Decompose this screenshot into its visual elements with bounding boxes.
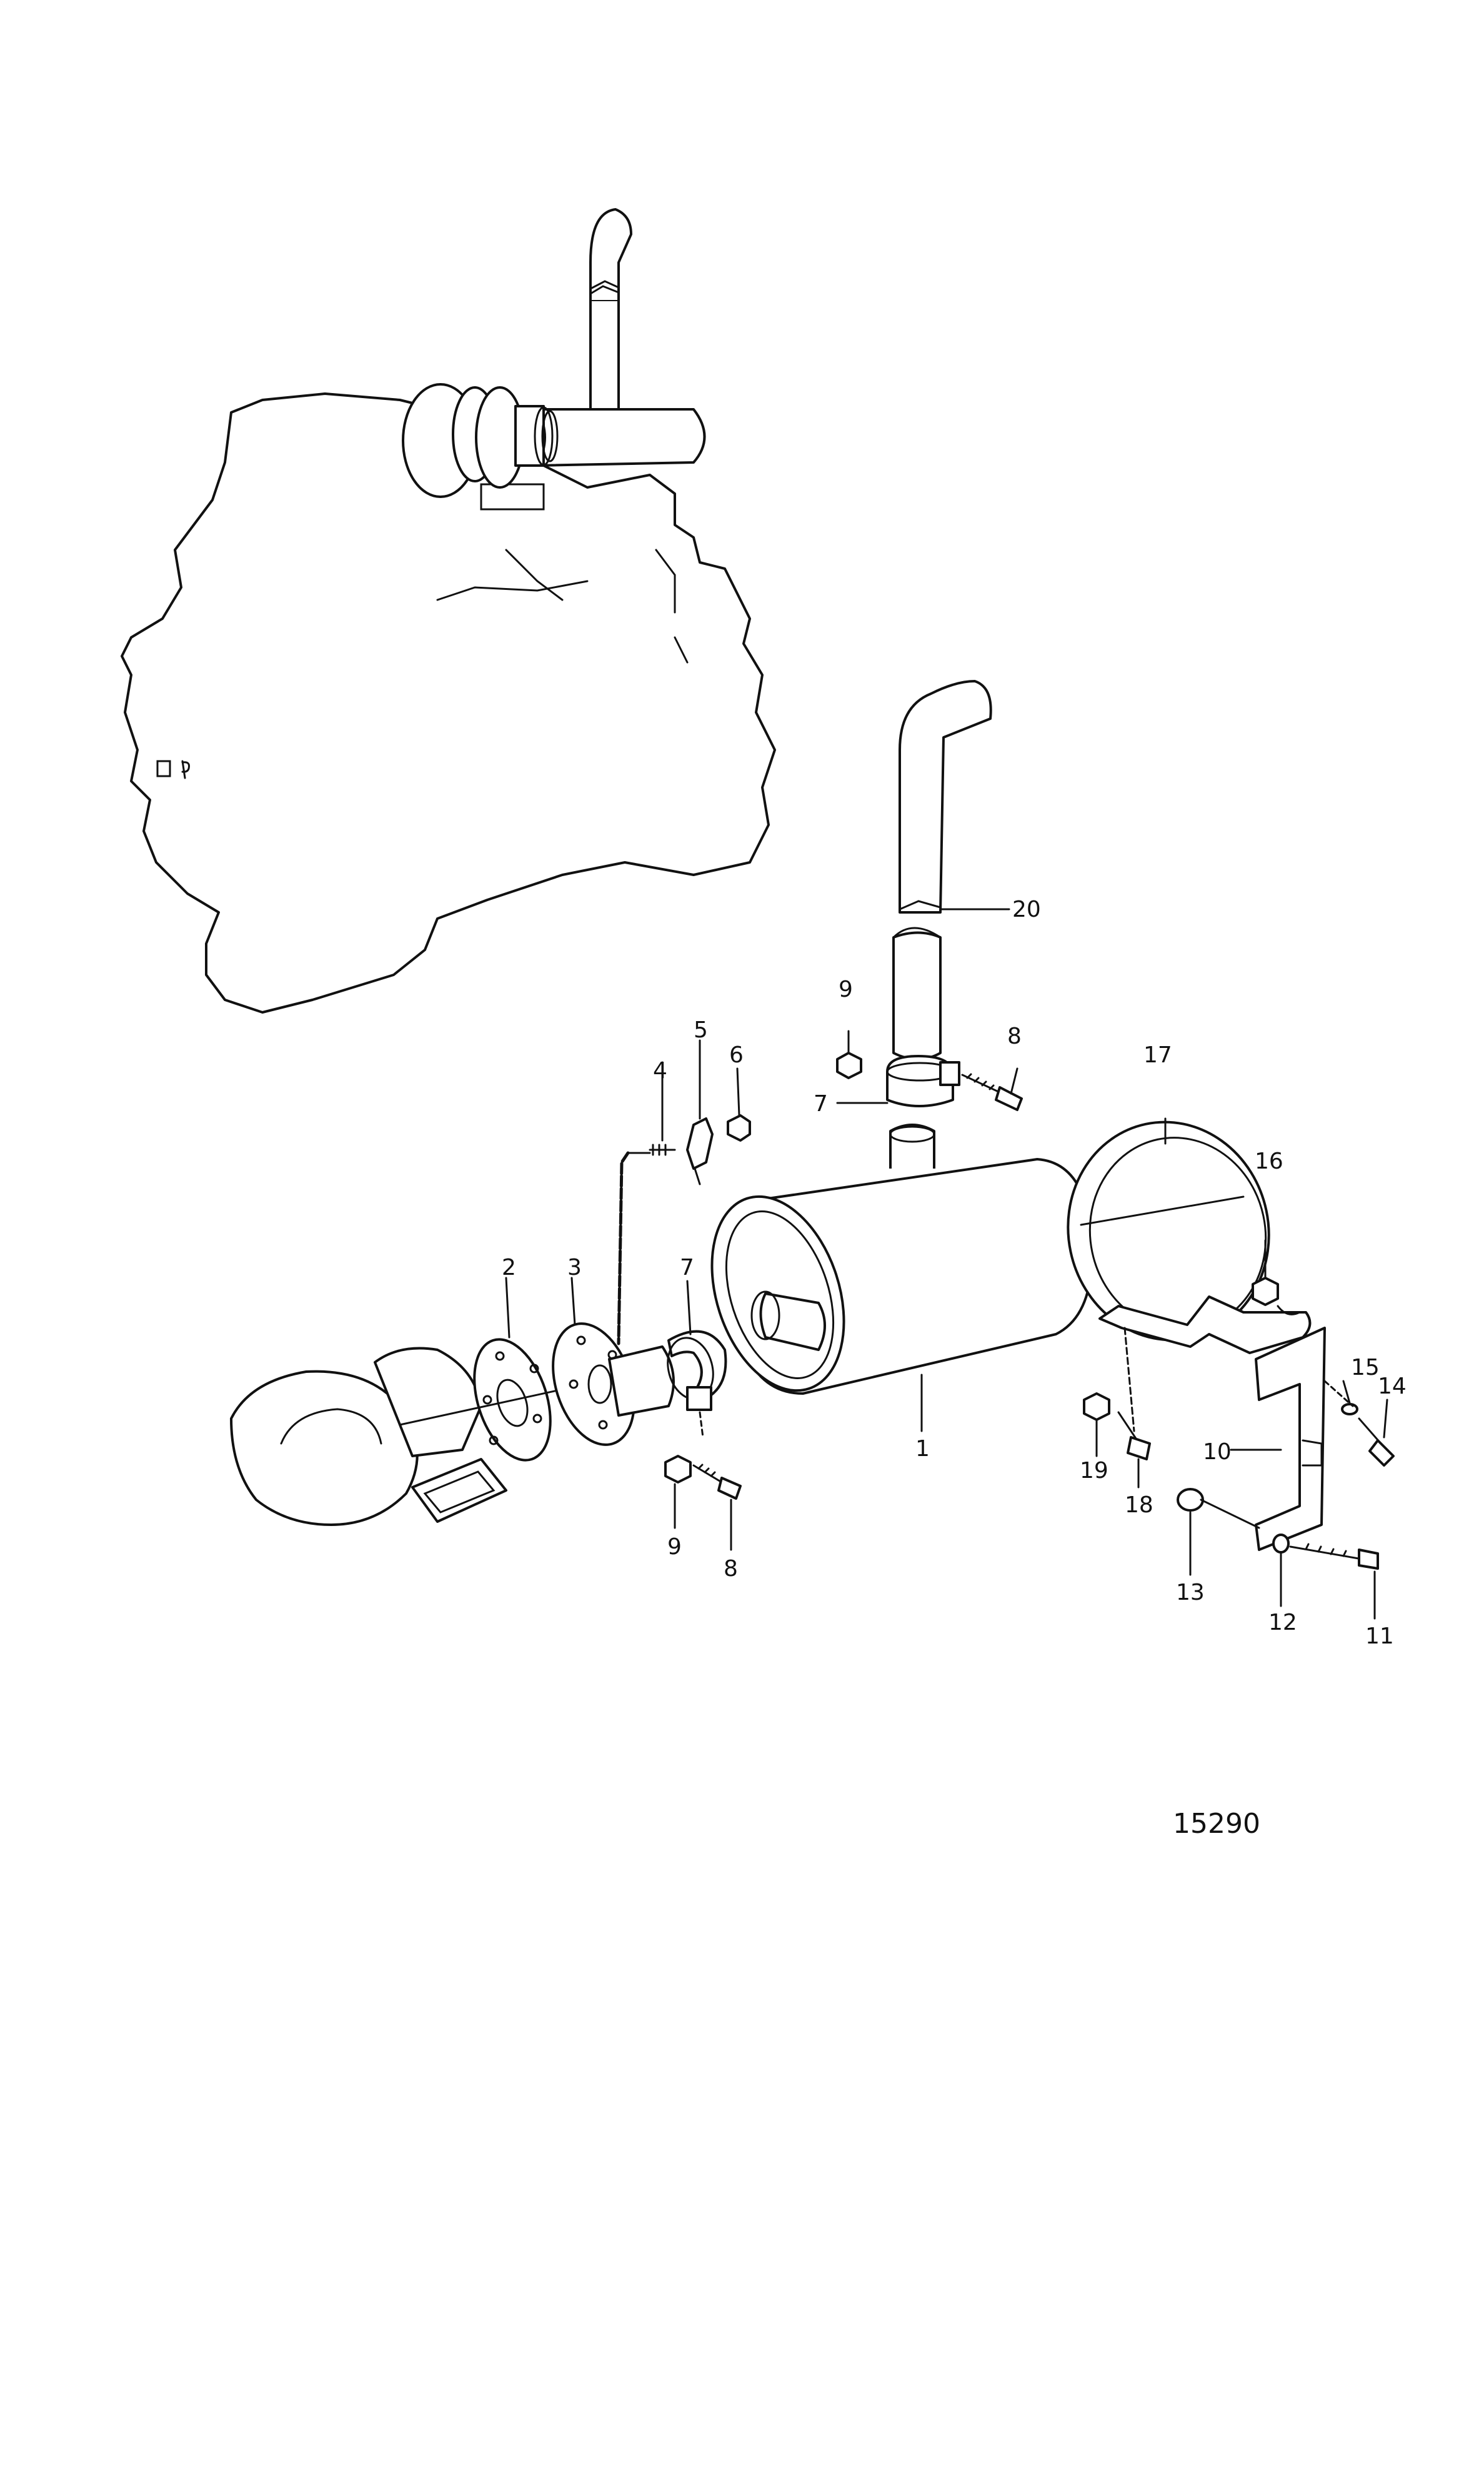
figure-number: 15290: [1173, 1808, 1260, 1840]
callout-12: 12: [1268, 1610, 1297, 1635]
part-6-nut: [727, 1067, 751, 1142]
callout-3: 3: [567, 1255, 582, 1280]
callout-9-top: 9: [839, 977, 853, 1002]
part-7-clamp-lower: [667, 1280, 727, 1411]
part-3-flange: [552, 1277, 675, 1446]
callout-11: 11: [1365, 1624, 1394, 1649]
part-19-nut: [1083, 1392, 1110, 1457]
part-4-stud: [627, 1061, 676, 1156]
part-16-nut: [1252, 1239, 1301, 1315]
callout-7-lower: 7: [680, 1255, 694, 1280]
part-9-nut-lower: [664, 1455, 692, 1529]
callout-1: 1: [915, 1436, 930, 1462]
callout-9-lower: 9: [667, 1534, 682, 1560]
callout-6: 6: [729, 1042, 744, 1068]
callout-19: 19: [1080, 1458, 1108, 1484]
callout-2: 2: [502, 1255, 516, 1280]
part-turbocharger: [230, 1347, 507, 1526]
callout-13: 13: [1176, 1580, 1205, 1605]
callout-14: 14: [1378, 1374, 1407, 1399]
part-1-silencer: [710, 1124, 1093, 1432]
callout-4: 4: [653, 1058, 667, 1084]
part-7-clamp-top: [836, 1055, 960, 1107]
overview-silencer: [528, 208, 706, 467]
callout-17: 17: [1143, 1042, 1172, 1068]
engine-outline: [121, 392, 776, 1014]
part-12-washer: [1272, 1534, 1290, 1607]
part-15-washer: [1323, 1380, 1358, 1415]
callout-16: 16: [1255, 1149, 1283, 1174]
callout-20: 20: [1012, 897, 1041, 922]
part-2-gasket: [399, 1277, 645, 1462]
part-18-bolt: [1117, 1327, 1151, 1489]
callout-8-lower: 8: [724, 1556, 738, 1582]
part-5-bracket: [686, 1039, 714, 1185]
callout-7-top: 7: [814, 1091, 828, 1117]
part-9-nut-top: [836, 1030, 862, 1079]
callout-8-top: 8: [1007, 1024, 1022, 1049]
pipe-dashed-line: [617, 1151, 630, 1345]
callout-18: 18: [1125, 1492, 1153, 1518]
part-10-support-bracket: [1230, 1327, 1326, 1551]
part-20-exhaust-pipe: [892, 680, 1010, 1060]
callout-15: 15: [1351, 1355, 1380, 1380]
part-17-band-bracket: [1067, 1117, 1312, 1354]
part-8-bolt-top: [961, 1067, 1023, 1111]
part-13-spacer: [1177, 1488, 1260, 1576]
callout-10: 10: [1203, 1439, 1232, 1465]
part-8-bolt-lower: [692, 1411, 742, 1551]
callout-5: 5: [694, 1017, 708, 1043]
overview-turbo: [402, 383, 559, 498]
part-11-bolt: [1289, 1543, 1379, 1620]
part-14-bolt: [1358, 1399, 1395, 1467]
